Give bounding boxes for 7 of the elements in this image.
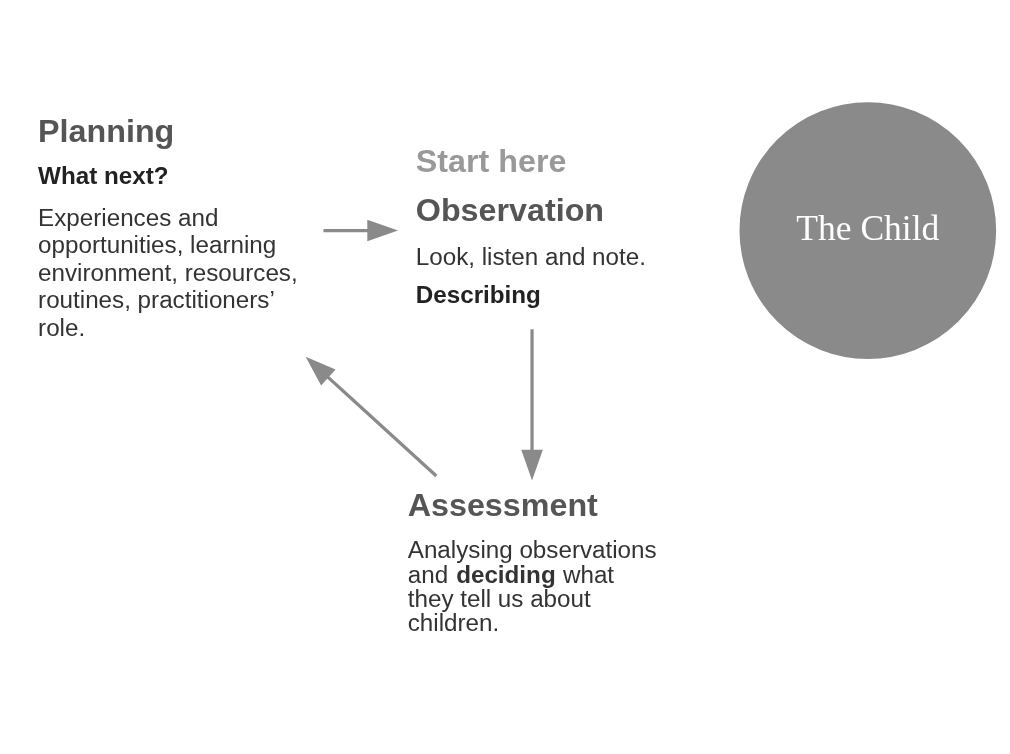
node-text: Planning What next? Experiences and opportunities, learning environment, resources, routines, practitioners’ role. xyxy=(38,112,298,341)
node-text: Start here Observation Look, listen and note. Describing xyxy=(415,142,646,308)
arrow xyxy=(305,356,438,477)
node-circle: The Child xyxy=(739,101,997,359)
node-text: Assessment Analysing observations and deciding what they tell us about children. xyxy=(407,486,657,636)
arrow xyxy=(323,219,398,241)
arrow xyxy=(521,328,543,481)
